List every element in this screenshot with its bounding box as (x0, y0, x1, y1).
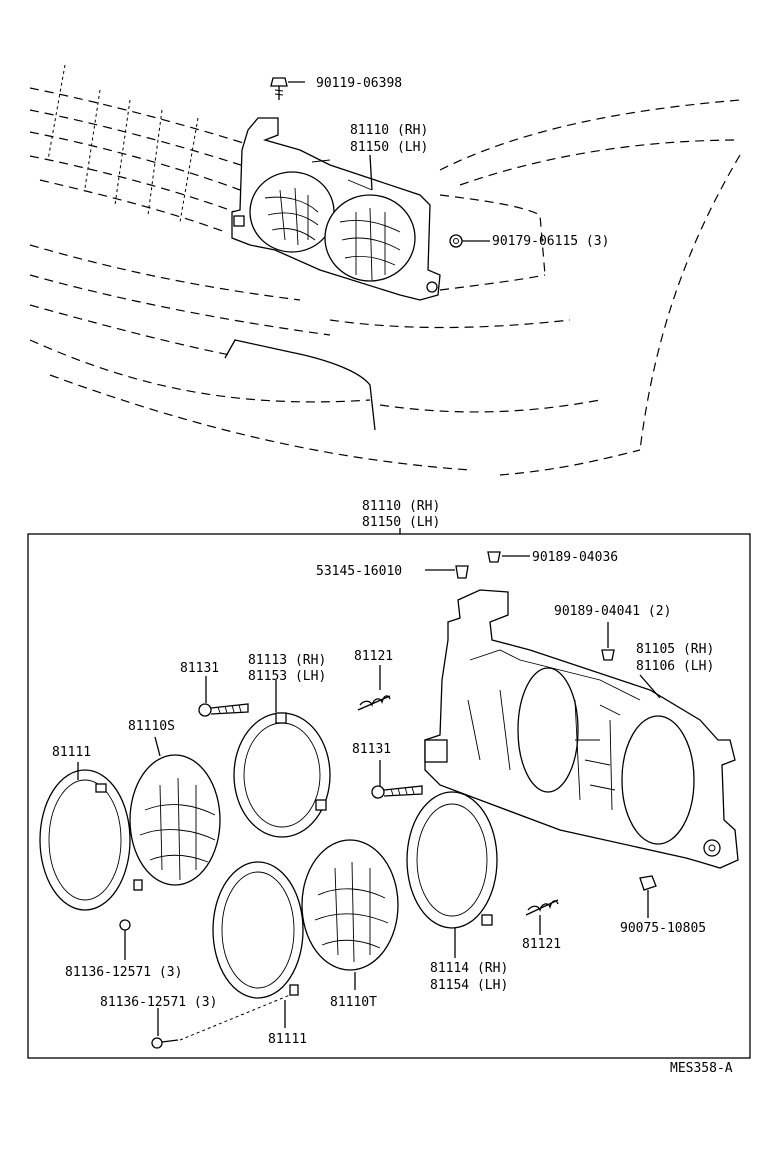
exploded-view-frame (27, 533, 751, 1059)
label-clip-90189-04036: 90189-04036 (532, 550, 618, 565)
label-nut: 90179-06115 (3) (492, 234, 609, 249)
top-nut-icon (449, 234, 490, 248)
screw-81131-upper-icon (198, 676, 249, 717)
diagram-code: MES358-A (670, 1061, 733, 1076)
label-spring-81121-lower: 81121 (522, 937, 561, 952)
clip-90189-04036-icon (487, 551, 530, 563)
label-screw-81136-upper: 81136-12571 (3) (65, 965, 182, 980)
mounting-ring-81114 (406, 791, 498, 958)
label-screw-81131-lower: 81131 (352, 742, 391, 757)
label-bolt-top: 90119-06398 (316, 76, 402, 91)
label-spring-81121-upper: 81121 (354, 649, 393, 664)
label-clip-90189-04041: 90189-04041 (2) (554, 604, 671, 619)
headlamp-housing (424, 589, 739, 869)
label-ring-81113: 81113 (RH) (248, 653, 326, 668)
label-ring-81153: 81153 (LH) (248, 669, 326, 684)
exploded-assembly-label-rh: 81110 (RH) (362, 499, 440, 514)
label-assembly-lh: 81150 (LH) (350, 140, 428, 155)
label-screw-81131-upper: 81131 (180, 661, 219, 676)
label-bulb-81110t: 81110T (330, 995, 377, 1010)
sealed-beam-81110t (301, 839, 399, 990)
label-screw-81136-lower: 81136-12571 (3) (100, 995, 217, 1010)
clip-90189-04041-icon (601, 622, 615, 661)
spring-81121-upper-icon (357, 665, 391, 711)
label-assembly-rh: 81110 (RH) (350, 123, 428, 138)
label-rim-81111-lower: 81111 (268, 1032, 307, 1047)
retaining-rim-81111-lower (212, 861, 304, 1028)
mounting-ring-81113 (233, 680, 331, 838)
leader-top-assembly (369, 154, 373, 191)
top-bolt-icon (270, 77, 305, 100)
nut-90075-icon (639, 875, 657, 918)
retaining-rim-81111-left (39, 762, 143, 911)
exploded-assembly-label-lh: 81150 (LH) (362, 515, 440, 530)
label-ring-81114: 81114 (RH) (430, 961, 508, 976)
headlamp-assembly-installed (231, 117, 441, 301)
car-front-outline (29, 64, 741, 476)
label-housing-rh: 81105 (RH) (636, 642, 714, 657)
clip-53145-icon (425, 565, 469, 579)
leader-housing (639, 674, 661, 699)
label-bulb-81110s: 81110S (128, 719, 175, 734)
label-clip-53145: 53145-16010 (316, 564, 402, 579)
spring-81121-lower-icon (525, 899, 559, 935)
label-nut-90075: 90075-10805 (620, 921, 706, 936)
screw-81136-upper-icon (119, 919, 131, 960)
sealed-beam-81110s (129, 736, 221, 886)
label-rim-81111-left: 81111 (52, 745, 91, 760)
screw-81136-lower-icon (151, 994, 291, 1049)
label-ring-81154: 81154 (LH) (430, 978, 508, 993)
screw-81131-lower-icon (371, 760, 423, 799)
label-housing-lh: 81106 (LH) (636, 659, 714, 674)
